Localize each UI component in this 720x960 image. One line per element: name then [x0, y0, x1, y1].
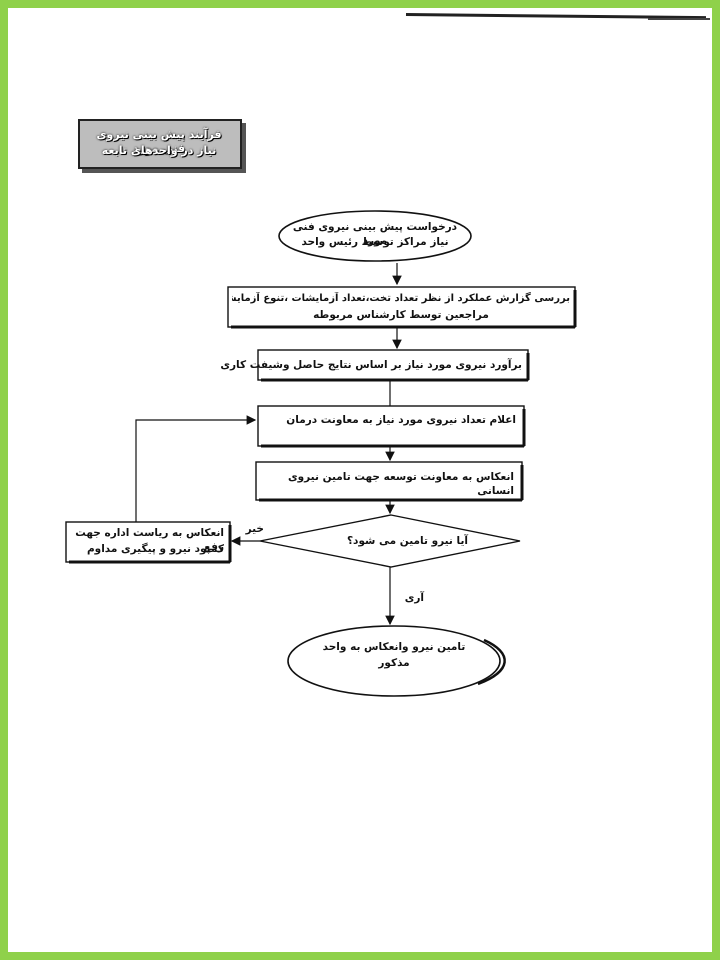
start-text-1: درخواست پیش بینی نیروی فنی مورد [292, 221, 458, 247]
end-ellipse [287, 625, 501, 697]
yes-label: آری [404, 592, 424, 604]
end-text-2: مذکور [378, 657, 410, 669]
document-page: فرآیند پیش بینی نیروی فنی مورد نیاز در و… [8, 8, 712, 952]
reflect-dev-text: انعکاس به معاونت توسعه جهت تامین نیروی ا… [288, 471, 514, 497]
review-box [227, 286, 576, 328]
start-ellipse [278, 210, 472, 262]
review-text-2: مراجعین توسط کارشناس مربوطه [313, 309, 489, 321]
title-line-1: فرآیند پیش بینی نیروی فنی مورد [96, 128, 222, 155]
review-text-1: بررسی گزارش عملکرد از نظر تعداد تخت،تعدا… [232, 293, 570, 304]
side-text-1: انعکاس به ریاست اداره جهت رفع [75, 527, 224, 553]
end-text-1: تامین نیرو وانعکاس به واحد [322, 641, 466, 653]
scan-top-line-end [648, 18, 710, 20]
announce-text: اعلام تعداد نیروی مورد نیاز به معاونت در… [286, 414, 516, 426]
arrow-loop-announce [135, 415, 257, 522]
side-text-2: کمبود نیرو و پیگیری مداوم [86, 543, 224, 555]
flowchart-shapes [65, 210, 577, 697]
title-box: فرآیند پیش بینی نیروی فنی مورد نیاز در و… [78, 119, 242, 169]
estimate-text: برآورد نیروی مورد نیاز بر اساس نتایج حاص… [220, 359, 522, 371]
announce-box [257, 405, 525, 447]
no-label: خیر [245, 523, 264, 535]
decision-diamond [259, 514, 521, 568]
decision-text: آیا نیرو تامین می شود؟ [346, 535, 468, 547]
start-text-2: نیاز مراکز توسط رئیس واحد [301, 236, 449, 248]
estimate-box [257, 349, 529, 381]
title-line-2: نیاز در واحدهای تابعه [101, 144, 217, 157]
